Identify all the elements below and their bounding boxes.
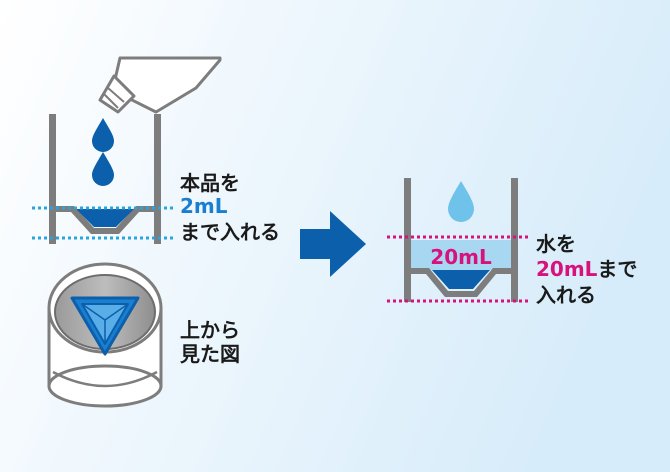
left-caption-amount: 2mL — [180, 194, 228, 218]
bottle-icon — [98, 56, 222, 114]
left-caption-line3: まで入れる — [180, 220, 280, 244]
top-view-caption-line2: 見た図 — [180, 342, 240, 366]
right-caption-line3: 入れる — [536, 283, 596, 307]
top-view-cup — [47, 262, 163, 408]
right-caption-line1: 水を — [536, 232, 576, 256]
left-cup-liquid — [76, 209, 134, 227]
right-cup-label: 20mL — [430, 245, 492, 269]
arrow-right-icon — [300, 211, 366, 277]
right-cup-water — [411, 240, 511, 270]
left-caption-line1: 本品を — [180, 171, 240, 195]
right-caption-made: まで — [597, 257, 637, 281]
right-caption-line2: 20mLまで — [536, 257, 637, 281]
right-caption-amount: 20mL — [536, 257, 598, 281]
water-drop-icon — [448, 181, 474, 222]
water-drop-icon — [92, 118, 114, 152]
water-drop-icon — [92, 152, 114, 186]
top-view-caption-line1: 上から — [180, 318, 240, 342]
left-cup — [49, 114, 161, 244]
right-cup — [404, 178, 518, 302]
